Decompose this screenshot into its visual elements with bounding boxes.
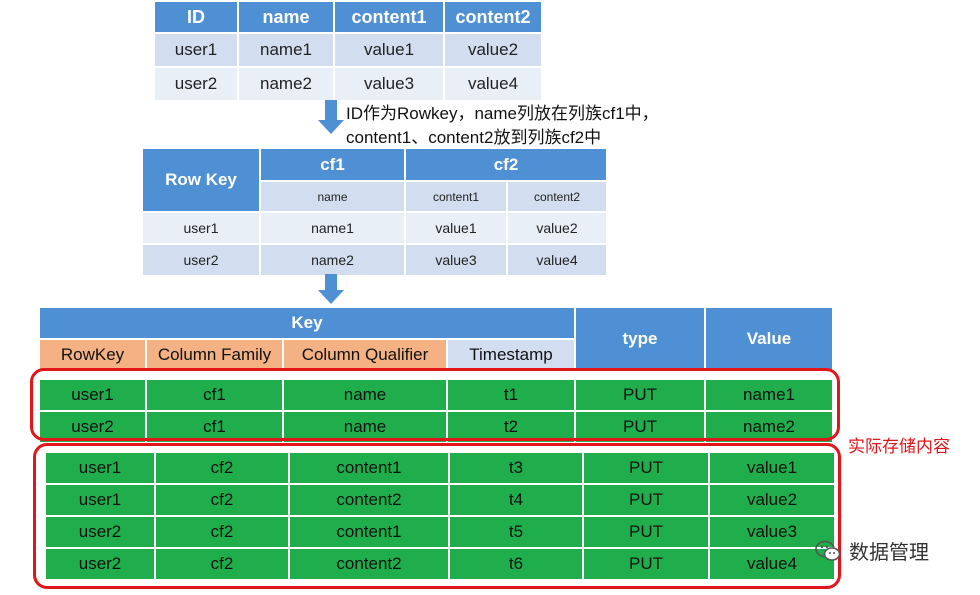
table-cell: value3 bbox=[708, 515, 836, 549]
table-cell: name bbox=[282, 378, 448, 412]
table-cell: cf2 bbox=[154, 515, 290, 549]
table-row: user1 name1 value1 value2 bbox=[141, 211, 609, 245]
table-cell: PUT bbox=[574, 410, 706, 444]
key-header: Key bbox=[38, 306, 576, 340]
source-table-header-row: ID name content1 content2 bbox=[153, 0, 543, 34]
table-cell: user1 bbox=[141, 211, 261, 245]
table-cell: value4 bbox=[443, 66, 543, 102]
table-cell: user2 bbox=[153, 66, 239, 102]
table-cell: content2 bbox=[288, 483, 450, 517]
source-table: ID name content1 content2 user1 name1 va… bbox=[153, 0, 543, 102]
table-cell: name2 bbox=[259, 243, 406, 277]
rowkey-subheader: RowKey bbox=[38, 338, 147, 372]
wechat-icon bbox=[815, 540, 841, 562]
storage-header-row: Key type Value bbox=[38, 306, 834, 372]
table-cell: user1 bbox=[153, 32, 239, 68]
logical-table-header-row: Row Key cf1 cf2 bbox=[141, 146, 609, 213]
column-family-subheader: Column Family bbox=[145, 338, 284, 372]
table-cell: name2 bbox=[237, 66, 335, 102]
table-row: user2 name2 value3 value4 bbox=[141, 243, 609, 277]
source-header-content2: content2 bbox=[443, 0, 543, 34]
table-cell: name1 bbox=[237, 32, 335, 68]
table-cell: content2 bbox=[288, 547, 450, 581]
table-cell: PUT bbox=[582, 483, 710, 517]
logical-table: Row Key cf1 cf2 name content1 content2 u… bbox=[141, 146, 609, 277]
table-row: user2 cf2 content2 t6 PUT value4 bbox=[44, 547, 836, 581]
table-cell: value3 bbox=[404, 243, 508, 277]
rowkey-header: Row Key bbox=[141, 147, 261, 213]
source-header-id: ID bbox=[153, 0, 239, 34]
table-cell: value2 bbox=[708, 483, 836, 517]
storage-table: Key type Value RowKey Column Family Colu… bbox=[38, 306, 834, 444]
cf2-storage-highlight bbox=[33, 443, 841, 589]
table-cell: value1 bbox=[404, 211, 508, 245]
watermark: 数据管理 bbox=[815, 536, 929, 565]
down-arrow-icon bbox=[318, 100, 344, 134]
table-row: user1 name1 value1 value2 bbox=[153, 32, 543, 68]
transform-caption: ID作为Rowkey，name列放在列族cf1中， content1、conte… bbox=[346, 102, 659, 150]
table-cell: t1 bbox=[446, 378, 576, 412]
table-row: user1 cf1 name t1 PUT name1 bbox=[38, 378, 834, 412]
watermark-text: 数据管理 bbox=[849, 542, 929, 564]
timestamp-subheader: Timestamp bbox=[446, 338, 576, 372]
qualifier-content2: content2 bbox=[505, 180, 609, 213]
cf2-header: cf2 bbox=[403, 146, 609, 183]
table-cell: user2 bbox=[44, 547, 156, 581]
table-cell: PUT bbox=[574, 378, 706, 412]
source-header-name: name bbox=[237, 0, 335, 34]
table-cell: user1 bbox=[38, 378, 147, 412]
table-cell: t5 bbox=[448, 515, 584, 549]
table-cell: PUT bbox=[582, 547, 710, 581]
table-cell: cf2 bbox=[154, 483, 290, 517]
logical-table-subheader-row: name content1 content2 bbox=[142, 180, 609, 213]
table-cell: cf2 bbox=[154, 451, 290, 485]
table-cell: name1 bbox=[259, 211, 406, 245]
table-cell: PUT bbox=[582, 515, 710, 549]
table-cell: value3 bbox=[333, 66, 445, 102]
table-cell: user1 bbox=[44, 483, 156, 517]
storage-note: 实际存储内容 bbox=[848, 437, 950, 456]
source-header-content1: content1 bbox=[333, 0, 445, 34]
table-cell: user2 bbox=[141, 243, 261, 277]
table-cell: t3 bbox=[448, 451, 584, 485]
storage-subheader-row: RowKey Column Family Column Qualifier Ti… bbox=[38, 338, 833, 372]
cf1-header: cf1 bbox=[259, 146, 406, 183]
table-cell: user1 bbox=[44, 451, 156, 485]
table-cell: cf2 bbox=[154, 547, 290, 581]
down-arrow-icon bbox=[318, 274, 344, 304]
table-cell: content1 bbox=[288, 451, 450, 485]
table-cell: cf1 bbox=[145, 378, 284, 412]
storage-table-cf2: user1 cf2 content1 t3 PUT value1 user1 c… bbox=[44, 451, 836, 581]
table-cell: value1 bbox=[333, 32, 445, 68]
column-qualifier-subheader: Column Qualifier bbox=[282, 338, 448, 372]
table-cell: t4 bbox=[448, 483, 584, 517]
table-cell: value1 bbox=[708, 451, 836, 485]
value-header: Value bbox=[704, 306, 834, 372]
cf1-storage-highlight bbox=[30, 368, 840, 441]
table-row: user1 cf2 content1 t3 PUT value1 bbox=[44, 451, 836, 485]
table-cell: value2 bbox=[505, 211, 609, 245]
qualifier-name: name bbox=[259, 180, 406, 213]
caption-line-1: ID作为Rowkey，name列放在列族cf1中， bbox=[346, 104, 659, 123]
table-row: user1 cf2 content2 t4 PUT value2 bbox=[44, 483, 836, 517]
table-cell: user2 bbox=[44, 515, 156, 549]
table-cell: value4 bbox=[708, 547, 836, 581]
table-row: user2 cf2 content1 t5 PUT value3 bbox=[44, 515, 836, 549]
table-cell: PUT bbox=[582, 451, 710, 485]
table-cell: content1 bbox=[288, 515, 450, 549]
qualifier-content1: content1 bbox=[404, 180, 508, 213]
table-row: user2 name2 value3 value4 bbox=[153, 66, 543, 102]
table-cell: value2 bbox=[443, 32, 543, 68]
caption-line-2: content1、content2放到列族cf2中 bbox=[346, 128, 602, 147]
type-header: type bbox=[574, 306, 706, 372]
table-cell: name1 bbox=[704, 378, 834, 412]
table-cell: t6 bbox=[448, 547, 584, 581]
table-cell: value4 bbox=[505, 243, 609, 277]
